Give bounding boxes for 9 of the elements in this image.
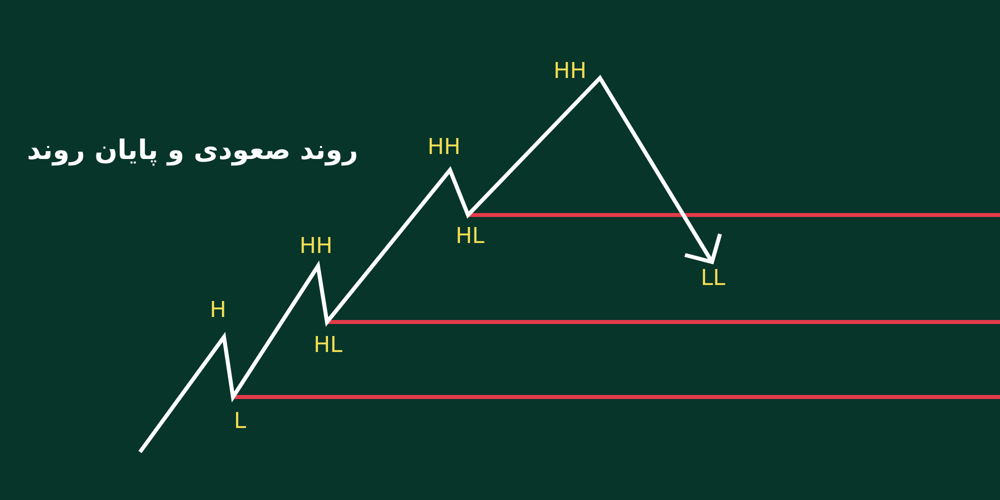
swing-point-label: HH bbox=[299, 236, 333, 258]
swing-point-label: HH bbox=[553, 61, 587, 83]
swing-point-label: HH bbox=[427, 137, 461, 159]
swing-point-label: HL bbox=[456, 226, 484, 248]
swing-point-label: H bbox=[210, 300, 226, 322]
swing-point-label: L bbox=[234, 411, 246, 433]
swing-point-label: LL bbox=[700, 268, 726, 290]
swing-point-label: HL bbox=[314, 335, 342, 357]
chart-title: روند صعودی و پایان روند bbox=[27, 135, 358, 168]
